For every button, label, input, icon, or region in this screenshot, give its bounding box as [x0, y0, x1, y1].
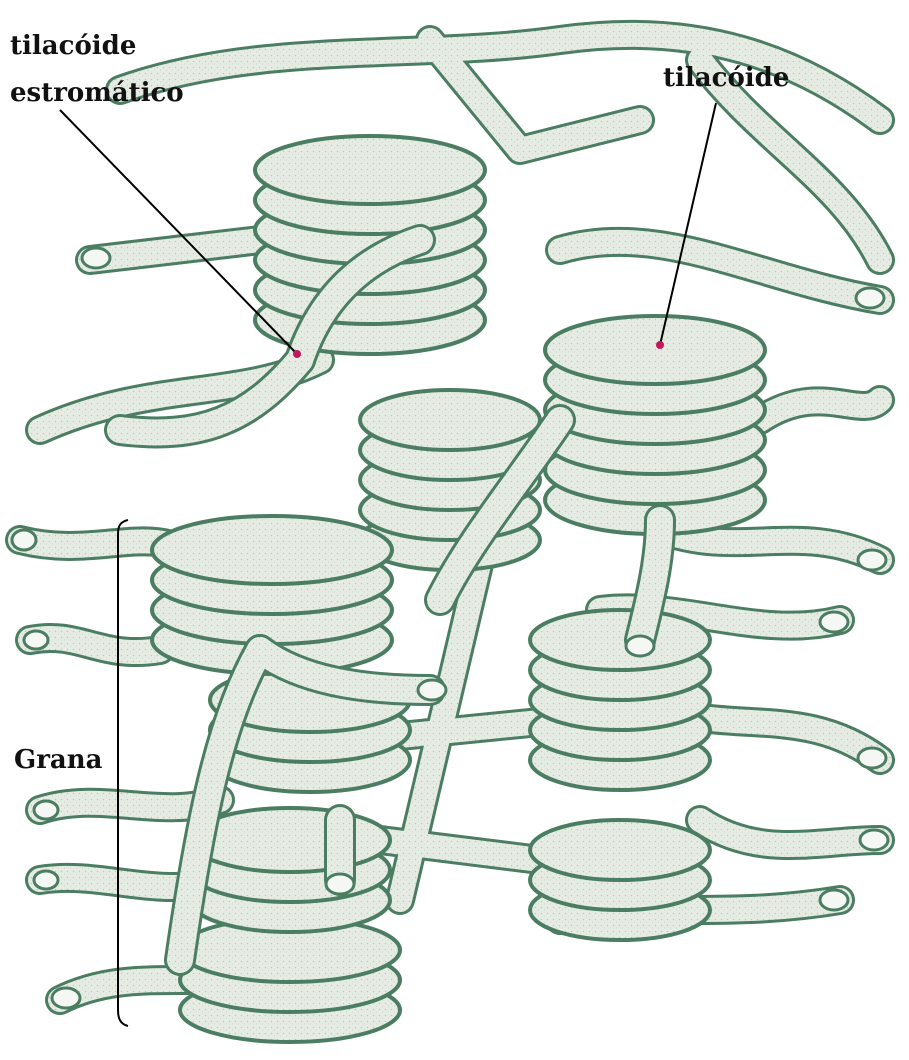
stromal-thylakoid-label-line2: estromático: [10, 78, 184, 108]
stromal-thylakoid-label-line1: tilacóide: [10, 31, 136, 61]
stromal-thylakoid-marker-dot: [293, 350, 301, 358]
granum-stack-right: [545, 316, 765, 534]
grana-label: Grana: [14, 745, 103, 775]
thylakoid-label: tilacóide: [663, 63, 789, 93]
granum-stack-top-center: [255, 136, 485, 354]
thylakoid-marker-dot: [656, 341, 664, 349]
grana-bracket: [118, 520, 128, 1026]
granum-stack-right-lower: [530, 610, 710, 940]
